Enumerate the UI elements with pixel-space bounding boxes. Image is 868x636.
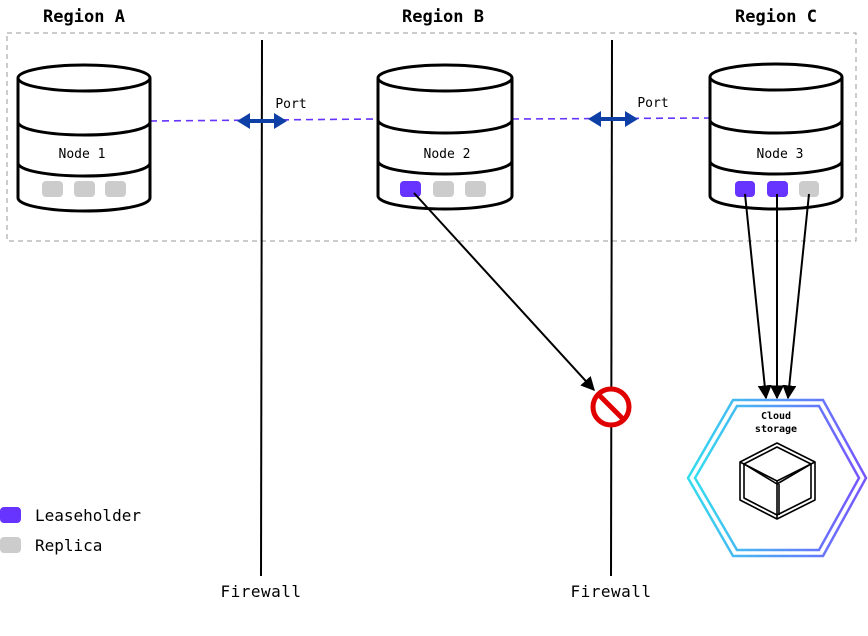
cluster-boundary [6, 32, 857, 242]
region-b-title: Region B [402, 7, 484, 27]
node-1-range-replica [74, 181, 95, 197]
cloud-storage-label-line2: storage [755, 424, 797, 435]
node-2-range-replica [433, 181, 454, 197]
backup-arrow [744, 193, 772, 400]
node-1-range-replica [42, 181, 63, 197]
cloud-storage-label-line1: Cloud [761, 411, 791, 422]
node-1-label: Node 1 [59, 147, 106, 162]
legend-leaseholder-label: Leaseholder [35, 506, 141, 525]
node-1-database: Node 1 [16, 63, 152, 213]
node-3-database: Node 3 [708, 62, 844, 211]
firewall-label-1: Firewall [220, 582, 301, 601]
region-a-title: Region A [43, 7, 125, 27]
firewall-line-1 [260, 39, 263, 577]
legend: Leaseholder Replica [0, 506, 141, 555]
legend-leaseholder-swatch [0, 507, 21, 523]
cube-icon [739, 442, 816, 520]
legend-replica-label: Replica [35, 536, 102, 555]
node-2-range-leaseholder [400, 181, 421, 197]
node-3-range-leaseholder [735, 181, 755, 197]
port-label-1: Port [275, 97, 306, 112]
port-arrow-2 [588, 111, 638, 127]
legend-replica-swatch [0, 537, 21, 553]
cloud-storage: Cloud storage [686, 398, 868, 558]
node-2-range-replica [465, 181, 486, 197]
port-arrow-1 [237, 113, 287, 129]
node-2-label: Node 2 [424, 147, 471, 162]
node-1-range-replica [105, 181, 126, 197]
no-entry-icon [590, 386, 632, 428]
node-2-database: Node 2 [376, 63, 514, 211]
backup-arrow [782, 193, 810, 400]
backup-arrow-blocked [413, 192, 595, 392]
region-c-title: Region C [735, 7, 817, 27]
node-3-range-leaseholder [767, 181, 788, 197]
node-3-range-replica [799, 181, 819, 197]
firewall-line-2 [610, 39, 613, 577]
port-label-2: Port [637, 96, 668, 111]
node-3-label: Node 3 [757, 147, 804, 162]
firewall-label-2: Firewall [570, 582, 651, 601]
